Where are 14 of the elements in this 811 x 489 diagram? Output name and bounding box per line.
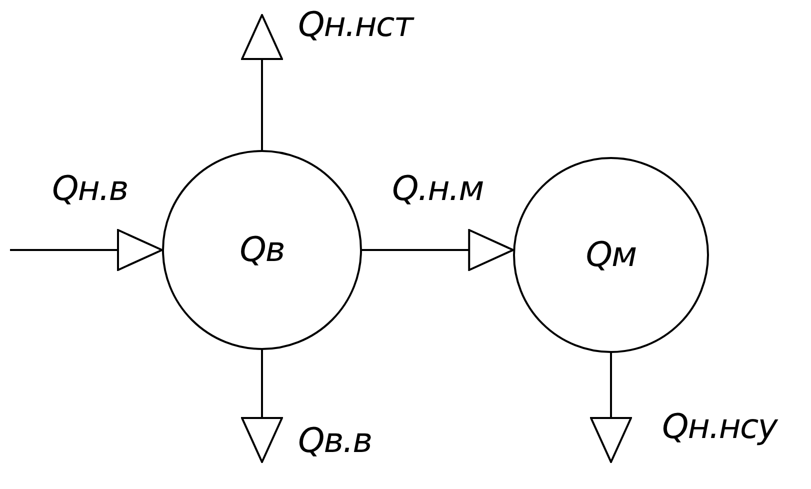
node-label: Qм <box>586 235 636 275</box>
edge-label: Qн.в <box>52 172 128 206</box>
edge-label: Qн.нсу <box>662 410 777 444</box>
edge-label: Q.н.м <box>392 172 484 206</box>
edge-label: Qн.нст <box>298 8 413 42</box>
arrow <box>362 229 514 271</box>
arrow <box>241 350 283 463</box>
node-label: Qв <box>240 230 284 270</box>
circle-node <box>162 150 362 350</box>
arrow <box>590 353 632 463</box>
edge-label: Qв.в <box>298 424 372 458</box>
arrow <box>241 14 283 150</box>
circle-node <box>513 157 709 353</box>
arrow <box>10 229 163 271</box>
